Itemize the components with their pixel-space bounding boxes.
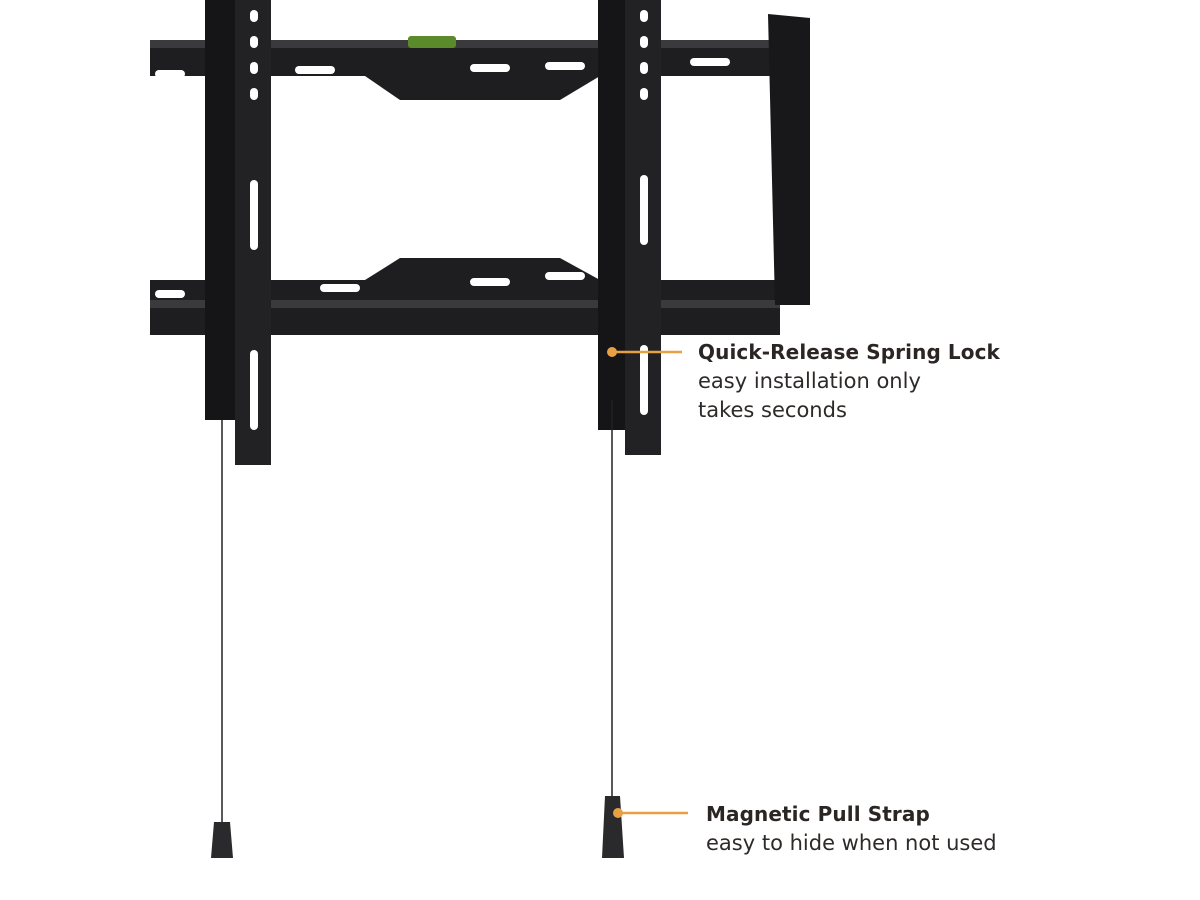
callout-pull-strap: Magnetic Pull Strap easy to hide when no… <box>706 799 1066 858</box>
callout-description: easy installation only <box>698 369 921 393</box>
callout-description: easy to hide when not used <box>706 831 997 855</box>
callout-pointer-pull-strap <box>613 808 688 818</box>
callout-spring-lock: Quick-Release Spring Lock easy installat… <box>698 337 1058 425</box>
pull-strap-left <box>211 420 233 858</box>
pull-strap-right <box>602 400 624 858</box>
callout-pointer-spring-lock <box>607 347 682 357</box>
callout-description: takes seconds <box>698 398 847 422</box>
callout-title: Magnetic Pull Strap <box>706 802 930 826</box>
callout-title: Quick-Release Spring Lock <box>698 340 1000 364</box>
mount-frame <box>150 0 810 465</box>
